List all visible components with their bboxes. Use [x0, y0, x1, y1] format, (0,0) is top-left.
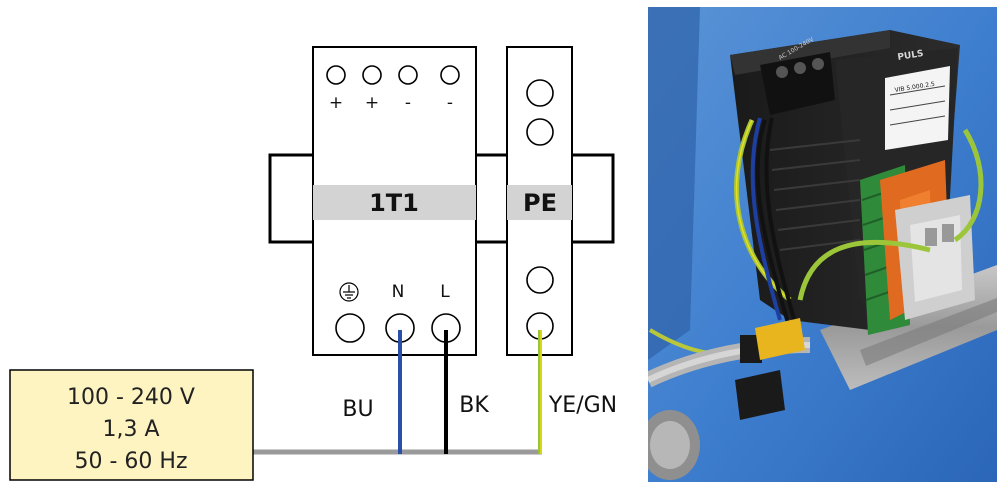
- wire-label-bu: BU: [342, 397, 373, 422]
- terminal-sign: -: [447, 93, 453, 113]
- terminal-sign-l: L: [440, 282, 450, 302]
- pe-label-band: [507, 185, 572, 220]
- output-terminal: [440, 65, 460, 85]
- terminal-sign: +: [329, 93, 343, 113]
- module-label-band: [313, 185, 476, 220]
- wire-label-bk: BK: [459, 393, 489, 418]
- output-terminal: [326, 65, 346, 85]
- ground-symbol-icon: [339, 282, 359, 302]
- pe-label: PE: [523, 189, 557, 217]
- supply-voltage: 100 - 240 V: [67, 385, 195, 410]
- terminal-sign: +: [365, 93, 379, 113]
- pe-terminal: [526, 79, 554, 107]
- supply-current: 1,3 A: [102, 417, 159, 442]
- terminal-sign-n: N: [392, 282, 405, 302]
- installation-photo: VIB 5.000.2.5 PULS AC 100-240V N L: [648, 7, 997, 482]
- pe-terminal: [526, 118, 554, 146]
- wire-label-yegn: YE/GN: [548, 393, 617, 418]
- output-terminal: [362, 65, 382, 85]
- pe-terminal: [526, 266, 554, 294]
- output-terminal: [398, 65, 418, 85]
- supply-box: [9, 369, 254, 481]
- supply-frequency: 50 - 60 Hz: [75, 449, 188, 474]
- terminal-sign: -: [405, 93, 411, 113]
- input-terminal-pe: [335, 313, 365, 343]
- brand-text: PULS: [897, 49, 924, 63]
- module-label: 1T1: [369, 189, 419, 217]
